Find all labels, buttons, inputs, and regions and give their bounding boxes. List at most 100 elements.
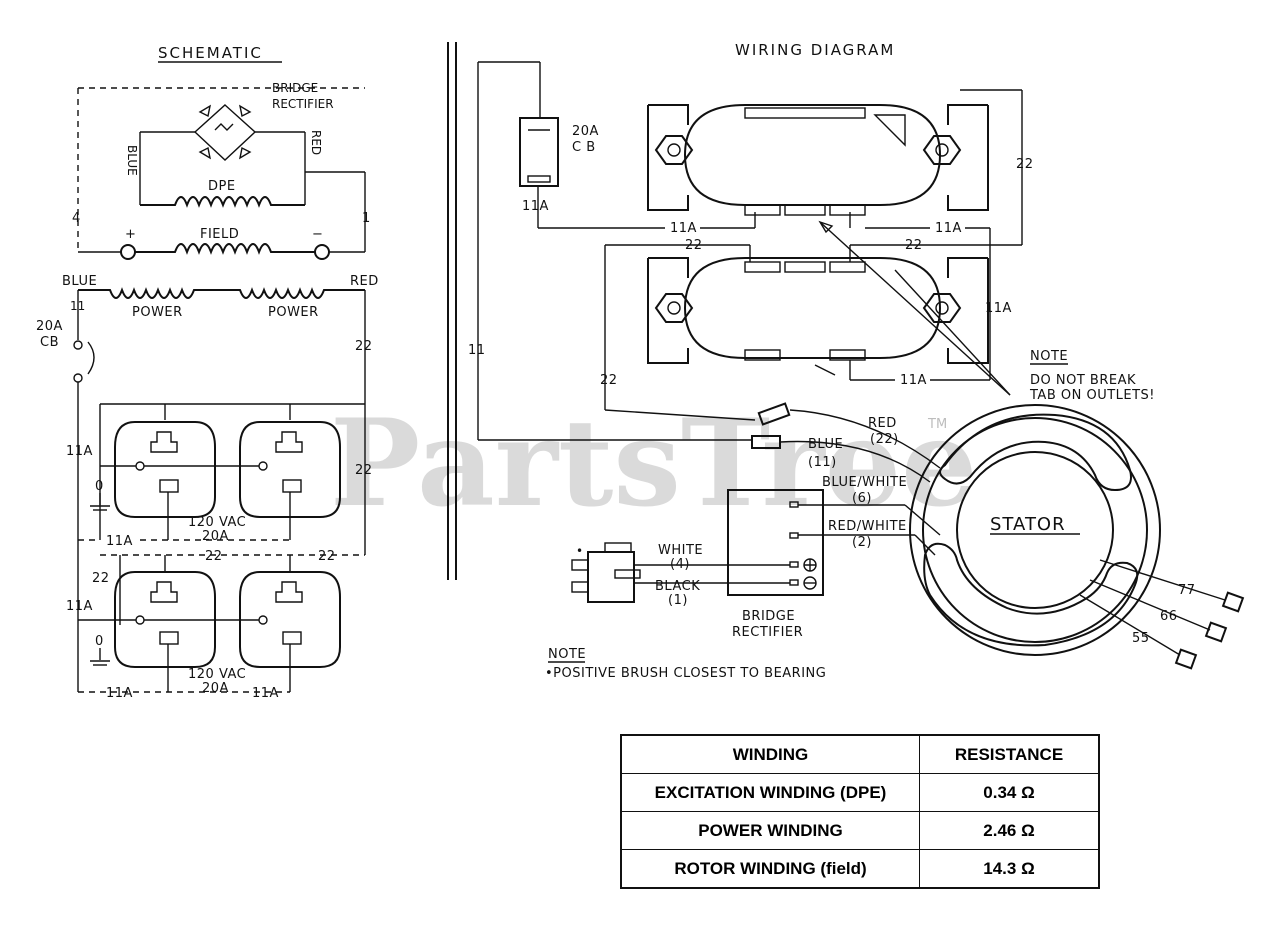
power-blue-label: BLUE [62,274,97,289]
winding-cell: POWER WINDING [620,811,920,850]
wiring-11a-top-left: 11A [670,221,697,236]
wire-4-label: 4 [72,211,81,226]
table-header-row: WINDING RESISTANCE [620,734,1100,774]
brush-negative [314,244,330,260]
header-resistance: RESISTANCE [919,734,1100,774]
note2-title: NOTE [548,647,586,662]
outlet-1 [114,421,341,518]
wire-11a-label-5: 11A [252,686,279,701]
watermark: PartsTree [330,393,977,534]
wiring-22-mid-left: 22 [685,238,703,253]
lead-55: 55 [1132,631,1150,646]
lead-white-num: (4) [670,557,690,572]
wiring-cb-1: 20A [572,124,599,139]
power-coil-1 [78,287,230,299]
zero-label-1: 0 [95,479,104,494]
wire-11a-label-2: 11A [106,534,133,549]
schematic-blue-label: BLUE [125,145,139,176]
field-coil [135,243,315,255]
wiring-22-right: 22 [1016,157,1034,172]
power-label-1: POWER [132,305,183,320]
table-row: ROTOR WINDING (field) 14.3 Ω [620,849,1100,889]
header-winding: WINDING [620,734,920,774]
note2-text: •POSITIVE BRUSH CLOSEST TO BEARING [545,666,826,681]
svg-text:•: • [576,544,583,558]
lead-66: 66 [1160,609,1178,624]
wire-11a-label-4: 11A [106,686,133,701]
power-coil-2 [230,287,365,299]
terminal-77 [1221,591,1245,613]
bridge-rectifier-label-2: RECTIFIER [272,97,334,111]
outlet-bottom [647,257,989,364]
cb-label-1: 20A [36,319,63,334]
note-line-1: DO NOT BREAK [1030,373,1136,388]
field-label: FIELD [200,227,239,242]
lead-red-num: (22) [870,432,899,447]
note-arrow-1 [819,221,1011,396]
wire-22-label-c: 22 [205,549,223,564]
outlet-2-vac: 120 VAC [188,667,246,682]
wire-11a-label-1: 11A [66,444,93,459]
wire-22-label-e: 22 [92,571,110,586]
winding-cell: ROTOR WINDING (field) [620,849,920,889]
wire-11a-label-3: 11A [66,599,93,614]
wire-22-label-d: 22 [318,549,336,564]
brush-holder: • [571,542,641,603]
terminal-55 [1174,648,1198,670]
stator [909,404,1161,656]
zero-label-2: 0 [95,634,104,649]
wiring-11a-cb: 11A [522,199,549,214]
wiring-11a-top-right: 11A [935,221,962,236]
outlet-2 [114,571,341,668]
circuit-breaker [519,117,559,187]
bridge-rectifier-symbol [193,104,257,161]
watermark-tm: TM [927,417,947,432]
terminal-66 [1204,621,1228,643]
wire-22-label-b: 22 [355,463,373,478]
bridge-rectifier-box [727,489,824,596]
outlet-top [647,104,989,216]
lead-red-white: RED/WHITE [828,519,907,534]
bridge-rectifier-label-1: BRIDGE [272,81,318,95]
lead-black-num: (1) [668,593,688,608]
lead-blue-white: BLUE/WHITE [822,475,907,490]
outlet-2-amp: 20A [202,681,229,696]
wiring-bridge-2: RECTIFIER [732,625,803,640]
resistance-table: WINDING RESISTANCE EXCITATION WINDING (D… [620,734,1100,889]
cb-label-2: CB [40,335,59,350]
resistance-cell: 0.34 Ω [919,773,1100,812]
resistance-cell: 2.46 Ω [919,811,1100,850]
wiring-section: WIRING DIAGRAM 20A C B 11A 11A [468,41,1245,681]
wire-1-label: 1 [362,211,371,226]
wiring-11a-right: 11A [985,301,1012,316]
wiring-22-left: 22 [600,373,618,388]
lead-blue: BLUE [808,437,843,452]
outlet-1-vac: 120 VAC [188,515,246,530]
lead-blue-white-num: (6) [852,491,872,506]
lead-black: BLACK [655,579,700,594]
wiring-22-mid-right: 22 [905,238,923,253]
table-row: EXCITATION WINDING (DPE) 0.34 Ω [620,773,1100,812]
wiring-title: WIRING DIAGRAM [735,41,895,59]
outlet-1-amp: 20A [202,529,229,544]
wiring-bridge-1: BRIDGE [742,609,795,624]
wiring-11a-bottom: 11A [900,373,927,388]
brush-positive [120,244,136,260]
field-plus: + [125,227,136,242]
note-line-2: TAB ON OUTLETS! [1029,388,1155,403]
lead-red-white-num: (2) [852,535,872,550]
lead-white: WHITE [658,543,703,558]
power-red-label: RED [350,274,379,289]
dpe-label: DPE [208,179,236,194]
stator-label: STATOR [990,514,1066,535]
schematic-title: SCHEMATIC [158,44,263,62]
lead-red: RED [868,416,897,431]
connector-red [757,402,791,426]
wiring-cb-2: C B [572,140,596,155]
note-title: NOTE [1030,349,1068,364]
lead-77: 77 [1178,583,1196,598]
lead-blue-num: (11) [808,455,837,470]
schematic-red-label: RED [309,130,323,155]
dpe-coil [140,196,305,208]
